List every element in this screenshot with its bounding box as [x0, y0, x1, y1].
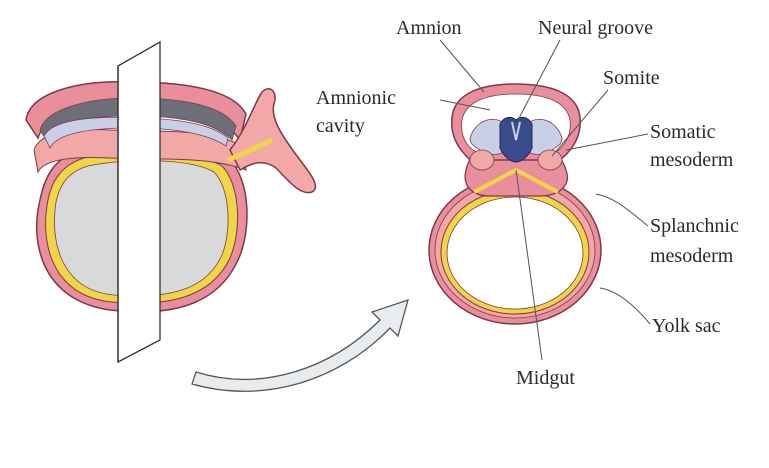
label-cavity: cavity: [316, 115, 365, 137]
label-midgut: Midgut: [516, 367, 575, 389]
label-splanchnic-mesoderm: mesoderm: [650, 245, 734, 267]
arrow-body: [192, 300, 408, 391]
label-somatic-mesoderm: mesoderm: [650, 149, 734, 171]
label-somatic: Somatic: [650, 121, 716, 143]
left-body-stalk: [230, 89, 316, 193]
left-embryo: [26, 82, 316, 312]
plane-surface: [118, 42, 160, 362]
leader-splanchnic-mesoderm: [596, 194, 648, 226]
leader-yolk-sac: [600, 288, 650, 324]
label-neural-groove: Neural groove: [538, 17, 653, 39]
right-somite-r: [538, 150, 562, 170]
label-yolk-sac: Yolk sac: [652, 315, 721, 337]
leader-amnion: [440, 40, 484, 92]
right-section: [429, 84, 601, 324]
label-amnionic: Amnionic: [316, 87, 396, 109]
right-yolk-interior: [447, 197, 583, 309]
section-plane: [118, 42, 160, 362]
label-splanchnic: Splanchnic: [650, 215, 739, 237]
label-somite: Somite: [603, 67, 660, 89]
curved-arrow-icon: [192, 300, 408, 391]
right-somite-l: [470, 150, 494, 170]
label-amnion: Amnion: [396, 17, 462, 39]
